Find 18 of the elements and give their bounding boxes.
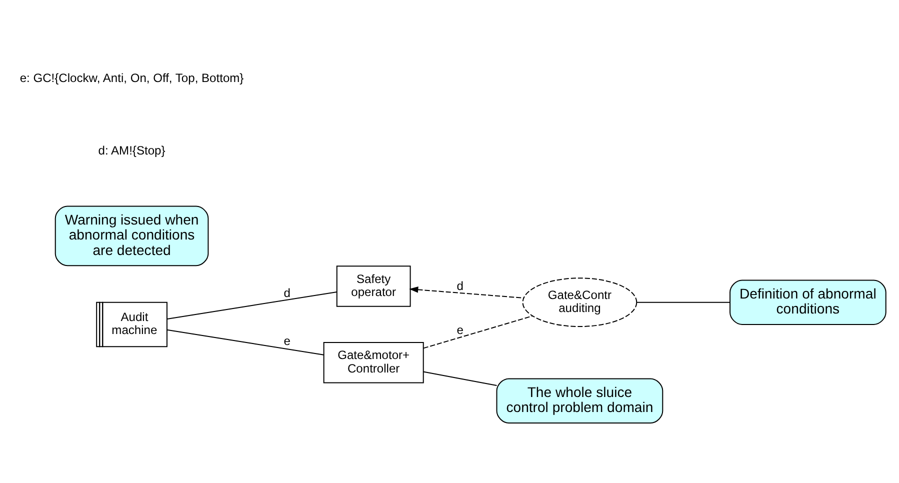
node-box: Warning issued when abnormal conditions are detected [54, 205, 209, 266]
edge-label: d [456, 278, 464, 292]
node-box: Safety operator [336, 265, 411, 306]
node-box: Definition of abnormal conditions [730, 279, 886, 324]
edge-label: d [284, 285, 290, 300]
node-box: The whole sluice control problem domain [496, 378, 664, 423]
label: e: GC!{Clockw, Anti, On, Off, Top, Bottom} [20, 70, 244, 85]
node-ellipse: Gate&Contr auditing [522, 277, 638, 327]
connector [423, 314, 533, 348]
edge-label: e [284, 334, 290, 348]
connector [423, 370, 497, 386]
label: d: AM!{Stop} [98, 143, 166, 158]
connector [636, 301, 730, 302]
connector [167, 328, 324, 355]
edge-label: e [456, 322, 464, 337]
arrow [409, 286, 524, 298]
node-box: Gate&motor+ Controller [323, 342, 424, 383]
connector [167, 290, 337, 319]
